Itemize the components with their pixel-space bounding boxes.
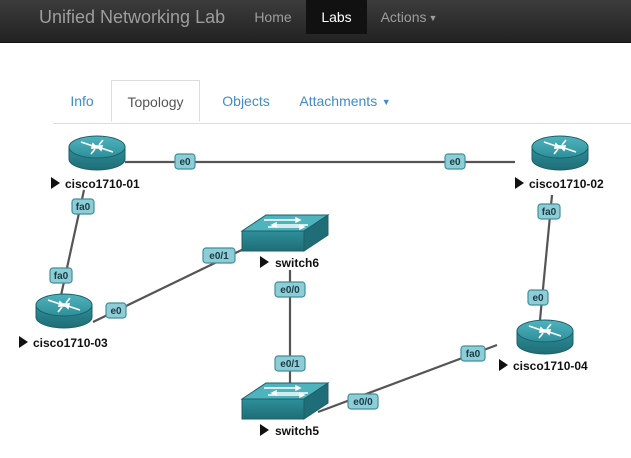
nav-home[interactable]: Home — [240, 0, 306, 34]
app-brand[interactable]: Unified Networking Lab — [39, 7, 226, 27]
svg-text:e0/1: e0/1 — [280, 359, 300, 370]
svg-text:e0: e0 — [532, 293, 544, 304]
tab-attachments[interactable]: Attachments ▼ — [289, 80, 401, 122]
svg-text:e0: e0 — [179, 157, 191, 168]
interface-badge[interactable]: fa0 — [537, 203, 561, 220]
tab-info-label: Info — [70, 93, 94, 109]
router-icon[interactable] — [35, 293, 93, 329]
node-cisco1710-02[interactable]: cisco1710-02 — [515, 177, 604, 191]
tab-attachments-label: Attachments — [299, 93, 378, 109]
play-icon — [515, 177, 524, 189]
svg-text:fa0: fa0 — [542, 207, 557, 218]
interface-badge[interactable]: e0/0 — [347, 393, 379, 410]
node-switch5[interactable]: switch5 — [260, 424, 319, 438]
play-icon — [260, 424, 269, 436]
svg-text:fa0: fa0 — [466, 349, 481, 360]
router-icon[interactable] — [516, 319, 574, 355]
router-icon[interactable] — [531, 135, 589, 171]
nav-home-label: Home — [254, 9, 292, 25]
node-cisco1710-04[interactable]: cisco1710-04 — [499, 359, 588, 373]
play-icon — [51, 177, 60, 189]
node-switch6[interactable]: switch6 — [260, 256, 319, 270]
interface-badge[interactable]: e0 — [105, 302, 127, 319]
switch-icon[interactable] — [241, 382, 329, 420]
node-label: cisco1710-04 — [513, 359, 588, 373]
tab-info[interactable]: Info — [53, 80, 111, 122]
play-icon — [260, 256, 269, 268]
caret-down-icon: ▼ — [428, 13, 438, 23]
svg-text:e0: e0 — [449, 157, 461, 168]
svg-text:e0/0: e0/0 — [353, 397, 373, 408]
tab-topology-label: Topology — [127, 94, 184, 110]
interface-badge[interactable]: e0/0 — [274, 281, 306, 298]
interface-badge[interactable]: e0 — [527, 289, 549, 306]
router-icon[interactable] — [68, 135, 126, 171]
tab-objects-label: Objects — [222, 93, 270, 109]
nav-labs-label: Labs — [321, 9, 352, 25]
node-label: cisco1710-01 — [65, 177, 140, 191]
svg-text:fa0: fa0 — [76, 202, 91, 213]
play-icon — [499, 359, 508, 371]
svg-text:fa0: fa0 — [54, 271, 69, 282]
svg-text:e0/0: e0/0 — [280, 285, 300, 296]
node-label: cisco1710-02 — [529, 177, 604, 191]
nav-labs[interactable]: Labs — [306, 0, 367, 34]
tab-topology[interactable]: Topology — [111, 80, 200, 122]
nav-actions-dropdown[interactable]: Actions▼ — [367, 0, 451, 34]
interface-badge[interactable]: fa0 — [49, 267, 73, 284]
interface-badge[interactable]: e0 — [444, 153, 466, 170]
node-cisco1710-03[interactable]: cisco1710-03 — [19, 336, 108, 350]
play-icon — [19, 336, 28, 348]
switch-icon[interactable] — [241, 214, 329, 252]
top-navbar: Unified Networking Lab Home Labs Actions… — [0, 0, 631, 43]
nav-actions-label: Actions — [380, 9, 427, 25]
interface-badge[interactable]: e0/1 — [202, 247, 236, 264]
svg-text:e0/1: e0/1 — [209, 251, 229, 262]
caret-down-icon: ▼ — [379, 97, 391, 107]
interface-badge[interactable]: e0/1 — [274, 355, 306, 372]
svg-text:e0: e0 — [110, 306, 122, 317]
interface-badge[interactable]: e0 — [174, 153, 196, 170]
node-label: switch6 — [275, 256, 319, 270]
node-cisco1710-01[interactable]: cisco1710-01 — [51, 177, 140, 191]
tab-objects[interactable]: Objects — [205, 80, 287, 122]
topology-tabs: Info Topology Objects Attachments ▼ — [53, 80, 631, 124]
node-label: cisco1710-03 — [33, 336, 108, 350]
interface-badge[interactable]: fa0 — [460, 345, 486, 362]
node-label: switch5 — [275, 424, 319, 438]
interface-badge[interactable]: fa0 — [71, 198, 95, 215]
